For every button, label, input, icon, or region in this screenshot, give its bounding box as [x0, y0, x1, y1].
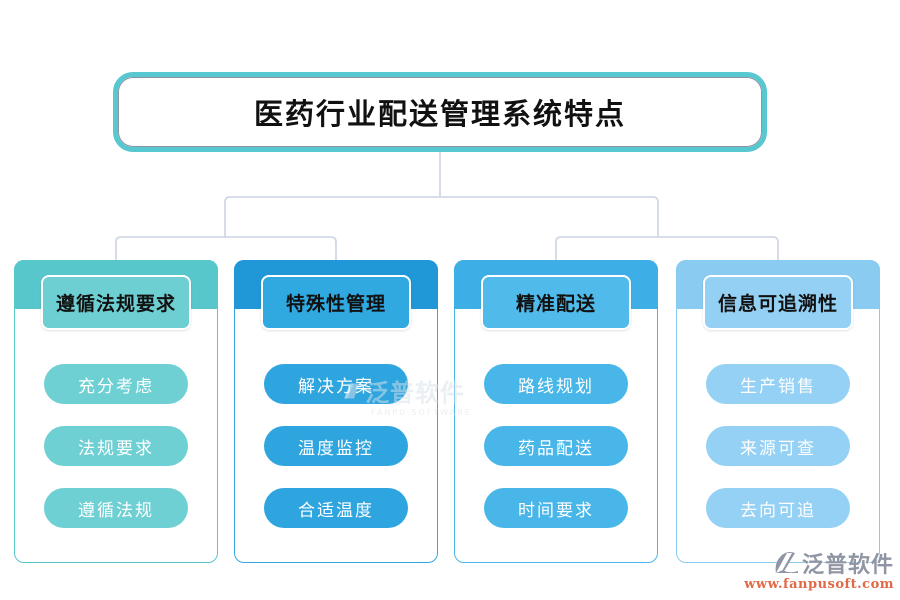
column-regulatory: 遵循法规要求 充分考虑 法规要求 遵循法规 — [14, 260, 218, 563]
feature-pill: 温度监控 — [264, 426, 408, 466]
vendor-logo-icon — [775, 552, 798, 573]
column-precise-delivery: 精准配送 路线规划 药品配送 时间要求 — [454, 260, 658, 563]
feature-pill: 路线规划 — [484, 364, 628, 404]
vendor-logo-url: www.fanpusoft.com — [744, 577, 894, 592]
feature-pill-label: 药品配送 — [518, 438, 594, 459]
connector-level1 — [224, 196, 659, 237]
connector-level2-right — [555, 236, 779, 260]
vendor-logo-name: 泛普软件 — [801, 552, 894, 578]
feature-pill-label: 时间要求 — [518, 500, 594, 521]
feature-pill-label: 路线规划 — [518, 376, 594, 397]
page-title: 医药行业配送管理系统特点 — [253, 97, 626, 131]
feature-pill-label: 来源可查 — [740, 438, 816, 459]
feature-pill-label: 解决方案 — [298, 376, 374, 397]
feature-pill: 解决方案 — [264, 364, 408, 404]
column-header-node: 特殊性管理 — [261, 275, 411, 330]
column-special-management: 特殊性管理 解决方案 温度监控 合适温度 — [234, 260, 438, 563]
vendor-logo: 泛普软件 www.fanpusoft.com — [744, 547, 894, 592]
feature-pill-label: 去向可追 — [740, 500, 816, 521]
feature-pill: 充分考虑 — [44, 364, 188, 404]
column-traceability: 信息可追溯性 生产销售 来源可查 去向可追 — [676, 260, 880, 563]
column-header-label: 精准配送 — [515, 293, 596, 315]
column-header-node: 精准配送 — [481, 275, 631, 330]
feature-pill: 合适温度 — [264, 488, 408, 528]
feature-pill-label: 生产销售 — [740, 376, 816, 397]
column-header-label: 遵循法规要求 — [55, 293, 176, 315]
column-header-label: 特殊性管理 — [285, 293, 386, 315]
column-header-node: 遵循法规要求 — [41, 275, 191, 330]
feature-pill-label: 遵循法规 — [78, 500, 154, 521]
feature-pill: 时间要求 — [484, 488, 628, 528]
feature-pill: 法规要求 — [44, 426, 188, 466]
feature-pill: 药品配送 — [484, 426, 628, 466]
connector-level2-left — [115, 236, 337, 260]
column-header-node: 信息可追溯性 — [703, 275, 853, 330]
diagram-title-node: 医药行业配送管理系统特点 — [113, 72, 767, 152]
feature-pill: 遵循法规 — [44, 488, 188, 528]
feature-pill-label: 温度监控 — [298, 438, 374, 459]
feature-pill: 来源可查 — [706, 426, 850, 466]
feature-pill-label: 充分考虑 — [78, 376, 154, 397]
feature-pill-label: 合适温度 — [298, 500, 374, 521]
feature-pill: 去向可追 — [706, 488, 850, 528]
feature-pill: 生产销售 — [706, 364, 850, 404]
column-header-label: 信息可追溯性 — [717, 293, 838, 315]
feature-pill-label: 法规要求 — [78, 438, 154, 459]
